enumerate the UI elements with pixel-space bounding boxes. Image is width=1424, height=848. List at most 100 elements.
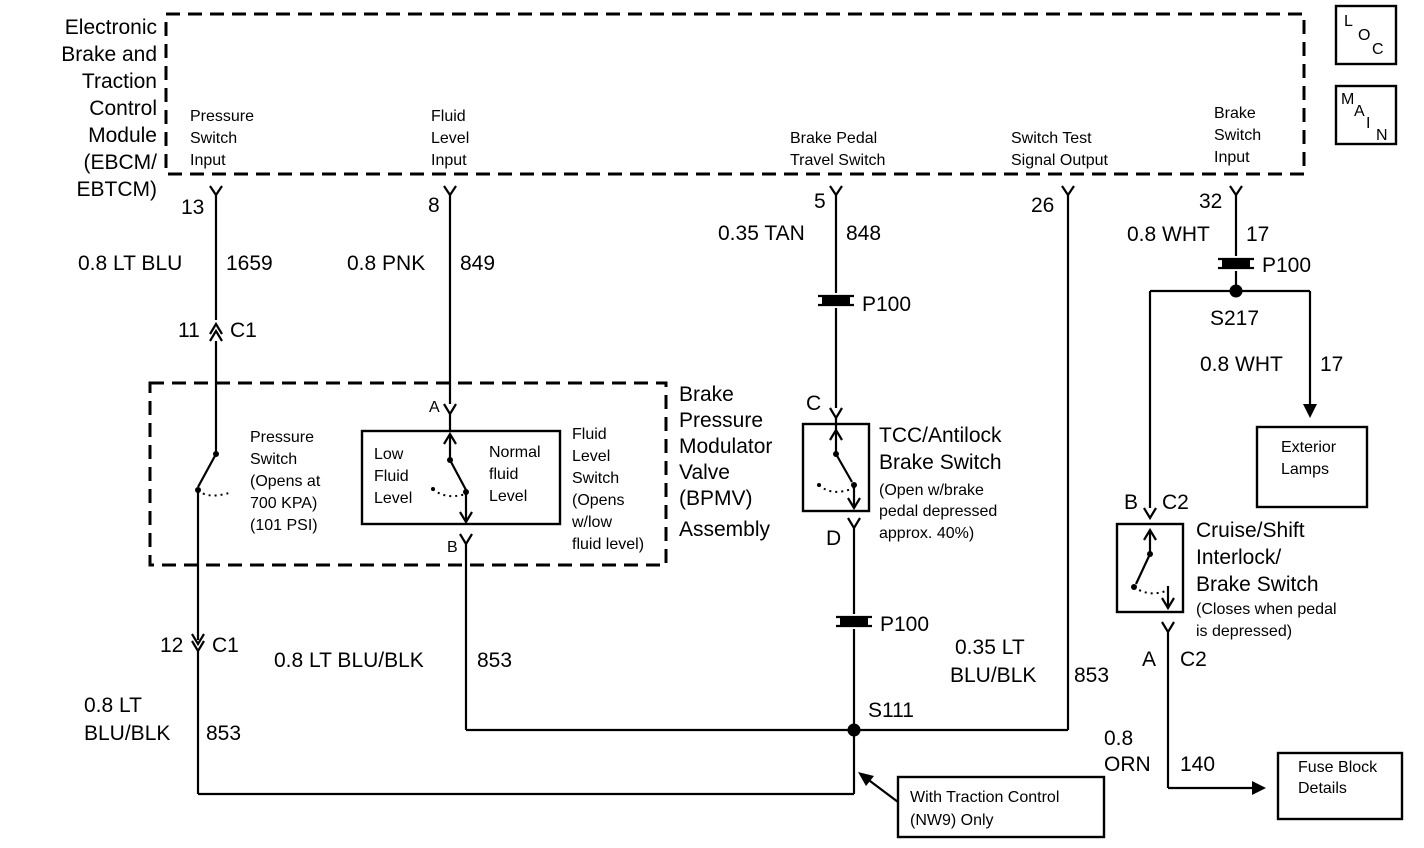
pin-5: 5 [814,190,826,213]
svg-text:Level: Level [572,448,610,465]
svg-text:Pressure: Pressure [190,108,254,125]
c2-bot-pin: A [1142,648,1156,671]
p100-a: P100 [862,293,911,316]
svg-text:(Opens: (Opens [572,492,624,509]
exterior-lamps-box [1255,425,1369,509]
svg-text:pedal depressed: pedal depressed [879,503,997,520]
pin-26: 26 [1031,194,1054,217]
splice-s217-label: S217 [1210,307,1259,330]
svg-text:Low: Low [374,446,404,463]
c2-top-name: C2 [1162,491,1189,514]
svg-text:Travel Switch: Travel Switch [790,152,885,169]
wire-848-circuit: 848 [846,222,881,245]
main-badge: M A I N [1334,84,1398,146]
pin-label-brake-pedal-travel: Brake Pedal Travel Switch [790,130,885,169]
pin-label-pressure-switch-input: Pressure Switch Input [190,108,254,169]
svg-text:Pressure: Pressure [679,409,763,432]
svg-text:Details: Details [1298,780,1347,797]
wire-1659-circuit: 1659 [226,252,273,275]
bpmv-title: Brake Pressure Modulator Valve (BPMV) As… [679,383,772,541]
svg-text:Pressure: Pressure [250,429,314,446]
wire-17b-circuit: 17 [1320,353,1343,376]
wire-17b-gauge: 0.8 WHT [1200,353,1283,376]
p100-c: P100 [1262,254,1311,277]
svg-text:is depressed): is depressed) [1196,623,1292,640]
pin-32: 32 [1199,190,1222,213]
svg-text:(Opens at: (Opens at [250,473,321,490]
svg-text:Exterior: Exterior [1281,439,1337,456]
wire-140-gauge-2: ORN [1104,753,1151,776]
svg-text:Assembly: Assembly [679,518,771,541]
svg-text:With Traction Control: With Traction Control [910,789,1059,806]
svg-text:Module: Module [88,124,157,147]
wire-853-right-circuit: 853 [1074,664,1109,687]
wire-853-left [191,633,854,796]
pin-13: 13 [181,196,204,219]
c2-bot-name: C2 [1180,648,1207,671]
svg-text:700 KPA): 700 KPA) [250,495,317,512]
wire-848-gauge: 0.35 TAN [718,222,805,245]
tcc-pin-d: D [826,527,841,550]
svg-text:(BPMV): (BPMV) [679,487,753,510]
wire-17-to-exterior-lamps [1236,289,1317,418]
c1-top-pin: 11 [178,319,200,342]
fuse-block-box [1276,751,1404,821]
wire-853-left-gauge-1: 0.8 LT [84,694,142,717]
wire-1659 [209,195,223,452]
svg-text:Switch: Switch [250,451,297,468]
c1-bot-pin: 12 [160,634,183,657]
tcc-switch-note: (Open w/brake pedal depressed approx. 40… [879,482,997,542]
svg-text:Modulator: Modulator [679,435,772,458]
c2-top-pin: B [1124,491,1138,514]
svg-text:approx. 40%): approx. 40%) [879,525,974,542]
fluid-switch-symbol [431,431,473,525]
splice-s111-label: S111 [868,699,914,722]
ebcm-title: Electronic Brake and Traction Control Mo… [61,16,157,201]
svg-text:EBTCM): EBTCM) [77,178,158,201]
pressure-switch-symbol [195,451,233,640]
wire-140-circuit: 140 [1180,753,1215,776]
svg-text:Fluid: Fluid [431,108,466,125]
bpmv-assembly-boundary [148,381,668,567]
wire-853-tcc-out [836,517,872,794]
wire-849 [443,195,457,432]
svg-text:Switch Test: Switch Test [1011,130,1092,147]
ebcm-module-boundary [164,12,1306,176]
wire-849-gauge: 0.8 PNK [347,252,425,275]
wire-140 [1161,621,1266,795]
p100-b: P100 [880,613,929,636]
wire-848 [818,195,854,432]
exterior-lamps-label: Exterior Lamps [1281,439,1337,478]
splice-s111-dot [847,723,861,737]
svg-text:Switch: Switch [190,130,237,147]
pin-label-brake-switch-input: Brake Switch Input [1214,105,1261,166]
svg-text:N: N [1376,127,1388,144]
cruise-switch-symbol [1131,527,1175,611]
tcc-switch-box [801,422,871,513]
wire-853-mid [459,533,1068,732]
traction-note-arrow [858,772,899,803]
svg-text:Brake Pedal: Brake Pedal [790,130,877,147]
wire-853-mid-circuit: 853 [477,649,512,672]
svg-text:I: I [1366,115,1370,132]
svg-text:w/low: w/low [571,514,612,531]
fluid-pin-b: B [447,539,458,556]
wire-140-gauge-1: 0.8 [1104,727,1133,750]
wire-853-right-gauge-1: 0.35 LT [955,636,1025,659]
wire-853-mid-gauge: 0.8 LT BLU/BLK [274,649,424,672]
svg-text:(Closes when pedal: (Closes when pedal [1196,601,1337,618]
wire-1659-gauge: 0.8 LT BLU [78,252,182,275]
svg-text:L: L [1344,13,1353,30]
module-terminals [209,185,1243,197]
fluid-level-switch-box [360,429,562,526]
svg-text:A: A [1354,103,1365,120]
svg-text:(Open w/brake: (Open w/brake [879,482,984,499]
svg-text:TCC/Antilock: TCC/Antilock [879,424,1002,447]
svg-text:Brake and: Brake and [61,43,157,66]
svg-text:Level: Level [374,490,412,507]
tcc-pin-c: C [806,392,821,415]
fuse-block-label: Fuse Block Details [1298,759,1378,797]
svg-text:Interlock/: Interlock/ [1196,546,1281,569]
wire-853-left-gauge-2: BLU/BLK [84,722,170,745]
